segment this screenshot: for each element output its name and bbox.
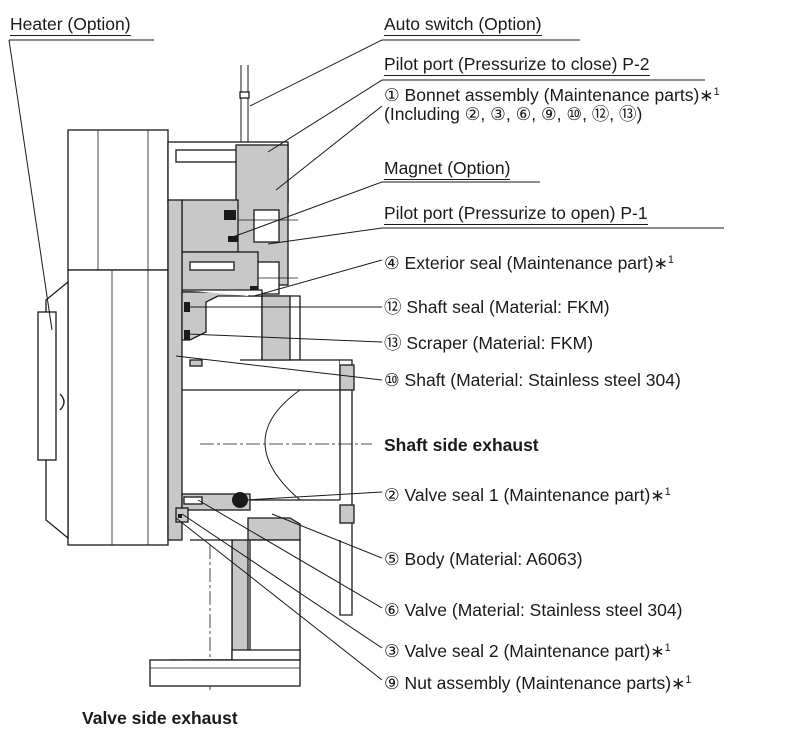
body-label: ⑤ Body (Material: A6063) [384, 549, 583, 569]
heater-jacket [37, 129, 169, 546]
footnote-mark: ∗ [650, 486, 665, 505]
nut-assembly-label: ⑨ Nut assembly (Maintenance parts)∗1 [384, 670, 691, 694]
valve-seal-2-text: ③ Valve seal 2 (Maintenance part) [384, 641, 651, 661]
footnote-mark: ∗ [650, 642, 665, 661]
shaft-label: ⑩ Shaft (Material: Stainless steel 304) [384, 370, 681, 390]
exterior-seal-label: ④ Exterior seal (Maintenance part)∗1 [384, 250, 674, 274]
scraper-label: ⑬ Scraper (Material: FKM) [384, 333, 594, 353]
footnote-number: 1 [664, 642, 671, 654]
footnote-number: 1 [667, 254, 674, 266]
heater-label: Heater (Option) [10, 14, 131, 36]
shaft-seal-label: ⑫ Shaft seal (Material: FKM) [384, 297, 610, 317]
magnet-label: Magnet (Option) [384, 158, 511, 180]
exterior-seal-text: ④ Exterior seal (Maintenance part) [384, 253, 654, 273]
bonnet-assembly [167, 65, 298, 295]
pilot-port-close-label: Pilot port (Pressurize to close) P-2 [384, 54, 650, 76]
footnote-number: 1 [664, 486, 671, 498]
valve-label: ⑥ Valve (Material: Stainless steel 304) [384, 600, 683, 620]
footnote-mark: ∗ [671, 674, 686, 693]
bonnet-assembly-text: ① Bonnet assembly (Maintenance parts) [384, 85, 700, 105]
footnote-mark: ∗ [653, 254, 668, 273]
footnote-number: 1 [713, 86, 720, 98]
valve-seal-2-label: ③ Valve seal 2 (Maintenance part)∗1 [384, 638, 671, 662]
shaft-side-exhaust-label: Shaft side exhaust [384, 435, 539, 455]
footnote-mark: ∗ [699, 86, 714, 105]
pilot-port-open-label: Pilot port (Pressurize to open) P-1 [384, 203, 648, 225]
valve-body [182, 289, 355, 661]
footnote-number: 1 [685, 674, 692, 686]
bonnet-assembly-label: ① Bonnet assembly (Maintenance parts)∗1 [384, 82, 720, 106]
valve-seal-1-text: ② Valve seal 1 (Maintenance part) [384, 485, 651, 505]
nut-assembly-text: ⑨ Nut assembly (Maintenance parts) [384, 673, 672, 693]
leader-lines [8, 39, 724, 681]
bottom-flange [149, 649, 301, 687]
valve-seal-1-label: ② Valve seal 1 (Maintenance part)∗1 [384, 482, 671, 506]
valve-side-exhaust-label: Valve side exhaust [82, 708, 238, 728]
auto-switch-label: Auto switch (Option) [384, 14, 542, 36]
cylinder-housing [167, 199, 263, 541]
bonnet-included-parts-label: (Including ②, ③, ⑥, ⑨, ⑩, ⑫, ⑬) [384, 104, 643, 124]
